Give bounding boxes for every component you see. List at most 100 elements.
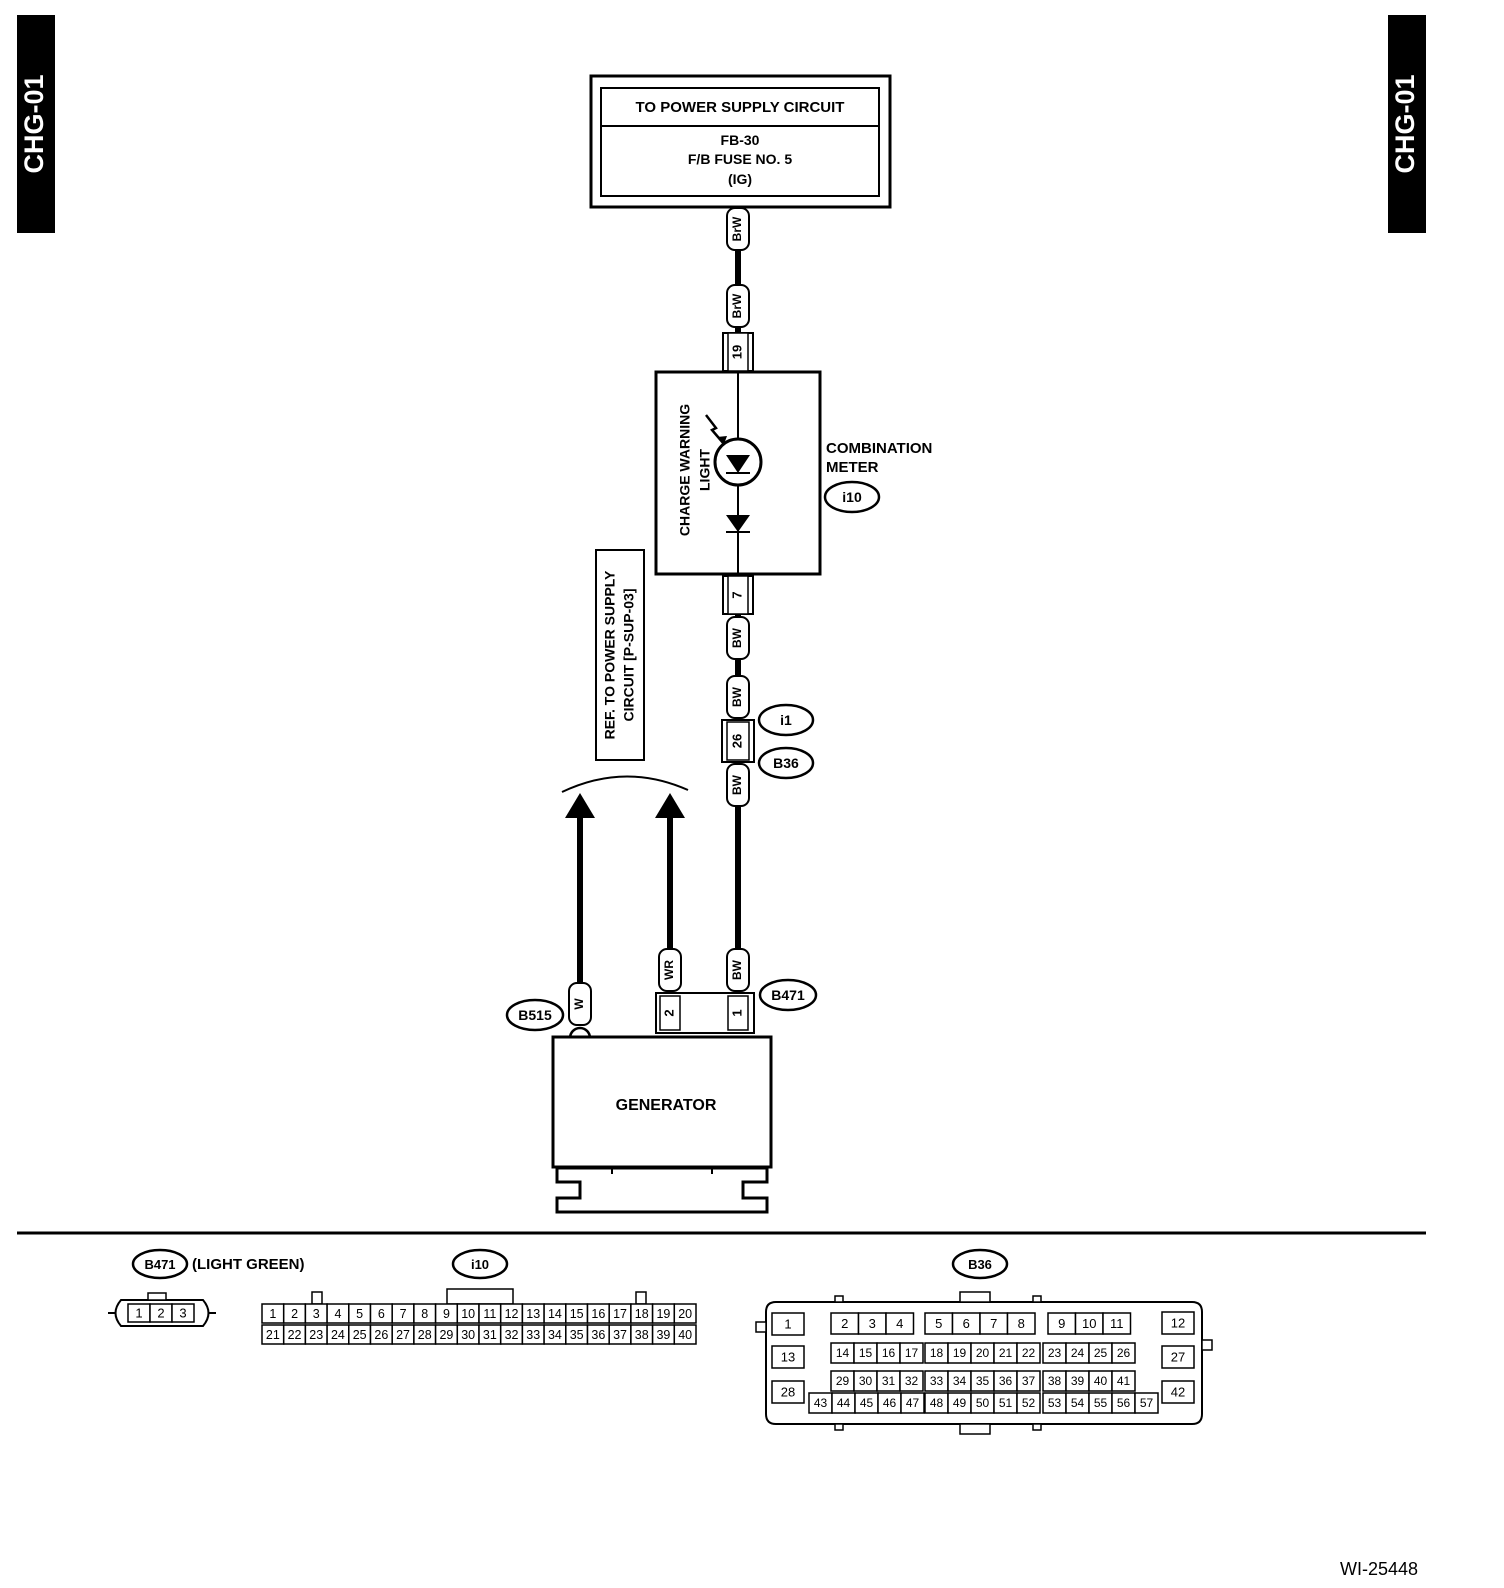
pin-number: 50 [976, 1396, 990, 1410]
pin-number: 25 [353, 1328, 367, 1342]
pin-cell: 35 [565, 1324, 589, 1345]
generator-bracket-icon [555, 1166, 769, 1214]
pin-number: 53 [1048, 1396, 1062, 1410]
pin-number: 32 [905, 1374, 919, 1388]
pin-cell: 36 [993, 1370, 1018, 1392]
connector-badge-b471: B471 [758, 978, 818, 1012]
connector-badge-b515: B515 [505, 998, 565, 1032]
svg-text:19: 19 [729, 345, 744, 359]
pin-cell: 4 [885, 1312, 915, 1335]
combination-meter: CHARGE WARNING LIGHT [654, 370, 822, 576]
pin-cell: 2 [282, 1303, 307, 1324]
pin-number: 33 [526, 1328, 540, 1342]
power-box-line3: (IG) [728, 171, 752, 187]
pin-cell: 2 [830, 1312, 860, 1335]
pin-number: 6 [963, 1316, 970, 1331]
pin-cell: 52 [1016, 1392, 1041, 1414]
pin-cell: 38 [1042, 1370, 1067, 1392]
connector-badge-i1: i1 [757, 703, 815, 737]
power-supply-box: TO POWER SUPPLY CIRCUIT FB-30 F/B FUSE N… [589, 74, 892, 209]
pin-number: 36 [591, 1328, 605, 1342]
pin-number: 10 [1082, 1316, 1096, 1331]
pin-number: 9 [1058, 1316, 1065, 1331]
pin-cell: 44 [831, 1392, 856, 1414]
power-box-line1: FB-30 [721, 132, 760, 148]
pin-cell: 21 [993, 1342, 1018, 1364]
pin-cell: 18 [924, 1342, 949, 1364]
pin-19-connector: 19 [722, 332, 754, 372]
pin-cell: 37 [1016, 1370, 1041, 1392]
pin-cell: 7 [391, 1303, 415, 1324]
pin-cell: 45 [854, 1392, 879, 1414]
side-tab-left: CHG-01 [17, 15, 55, 233]
pin-number: 37 [1022, 1374, 1036, 1388]
side-tab-right: CHG-01 [1388, 15, 1426, 233]
svg-text:B471: B471 [144, 1257, 175, 1272]
pin-cell: 47 [900, 1392, 925, 1414]
pin-cell: 5 [348, 1303, 372, 1324]
pin-number: 14 [836, 1346, 850, 1360]
pin-cell: 11 [1102, 1312, 1132, 1335]
pin-cell: 29 [434, 1324, 459, 1345]
pin-number: 13 [526, 1307, 540, 1321]
svg-text:1: 1 [729, 1009, 744, 1016]
pin-number: 27 [396, 1328, 410, 1342]
pin-number: 2 [157, 1305, 164, 1320]
pin-number: 5 [935, 1316, 942, 1331]
pin-number: 13 [781, 1349, 795, 1364]
svg-text:BrW: BrW [730, 216, 744, 241]
pin-cell: 5 [924, 1312, 954, 1335]
pin-number: 41 [1117, 1374, 1131, 1388]
pin-cell: 3 [304, 1303, 328, 1324]
pin-number: 18 [635, 1307, 649, 1321]
pin-cell: 8 [1006, 1312, 1036, 1335]
pin-number: 14 [548, 1307, 562, 1321]
pin-number: 2 [841, 1316, 848, 1331]
pin-cell: 49 [947, 1392, 972, 1414]
pin-cell: 25 [348, 1324, 372, 1345]
pin-number: 40 [1094, 1374, 1108, 1388]
pin-cell: 13 [521, 1303, 545, 1324]
svg-text:i10: i10 [471, 1257, 489, 1272]
figure-id: WI-25448 [1340, 1559, 1418, 1579]
pin-cell: 6 [369, 1303, 393, 1324]
pin-number: 15 [570, 1307, 584, 1321]
pin-cell: 28 [771, 1380, 805, 1404]
pin-number: 44 [837, 1396, 851, 1410]
pin-number: 11 [483, 1307, 496, 1321]
pin-cell: 32 [499, 1324, 524, 1345]
pin-number: 3 [869, 1316, 876, 1331]
pin-cell: 26 [1111, 1342, 1136, 1364]
pin-number: 40 [678, 1328, 692, 1342]
pin-number: 29 [836, 1374, 850, 1388]
pin-cell: 12 [1161, 1311, 1195, 1335]
pin-7-connector: 7 [722, 575, 754, 615]
pin-cell: 33 [521, 1324, 545, 1345]
pin-number: 15 [859, 1346, 873, 1360]
pin-number: 7 [990, 1316, 997, 1331]
pin-cell: 27 [1161, 1345, 1195, 1369]
pin-number: 34 [548, 1328, 562, 1342]
pin-number: 16 [591, 1307, 605, 1321]
pin-number: 8 [421, 1307, 428, 1321]
svg-text:26: 26 [729, 734, 744, 748]
pin-cell: 3 [857, 1312, 887, 1335]
pin-number: 21 [266, 1328, 280, 1342]
pin-number: 45 [860, 1396, 874, 1410]
pin-number: 1 [135, 1305, 142, 1320]
pin-number: 9 [443, 1307, 450, 1321]
pin-number: 12 [1171, 1315, 1185, 1330]
pin-number: 42 [1171, 1384, 1185, 1399]
pin-cell: 35 [970, 1370, 995, 1392]
pin-cell: 56 [1111, 1392, 1136, 1414]
pin-number: 1 [784, 1316, 791, 1331]
pin-cell: 8 [413, 1303, 437, 1324]
pin-cell: 31 [876, 1370, 901, 1392]
connector-badge-b36: B36 [757, 746, 815, 780]
pin-number: 26 [1117, 1346, 1131, 1360]
svg-text:BW: BW [730, 686, 744, 707]
pin-cell: 24 [1065, 1342, 1090, 1364]
pin-cell: 55 [1088, 1392, 1113, 1414]
pin-cell: 10 [456, 1303, 480, 1324]
